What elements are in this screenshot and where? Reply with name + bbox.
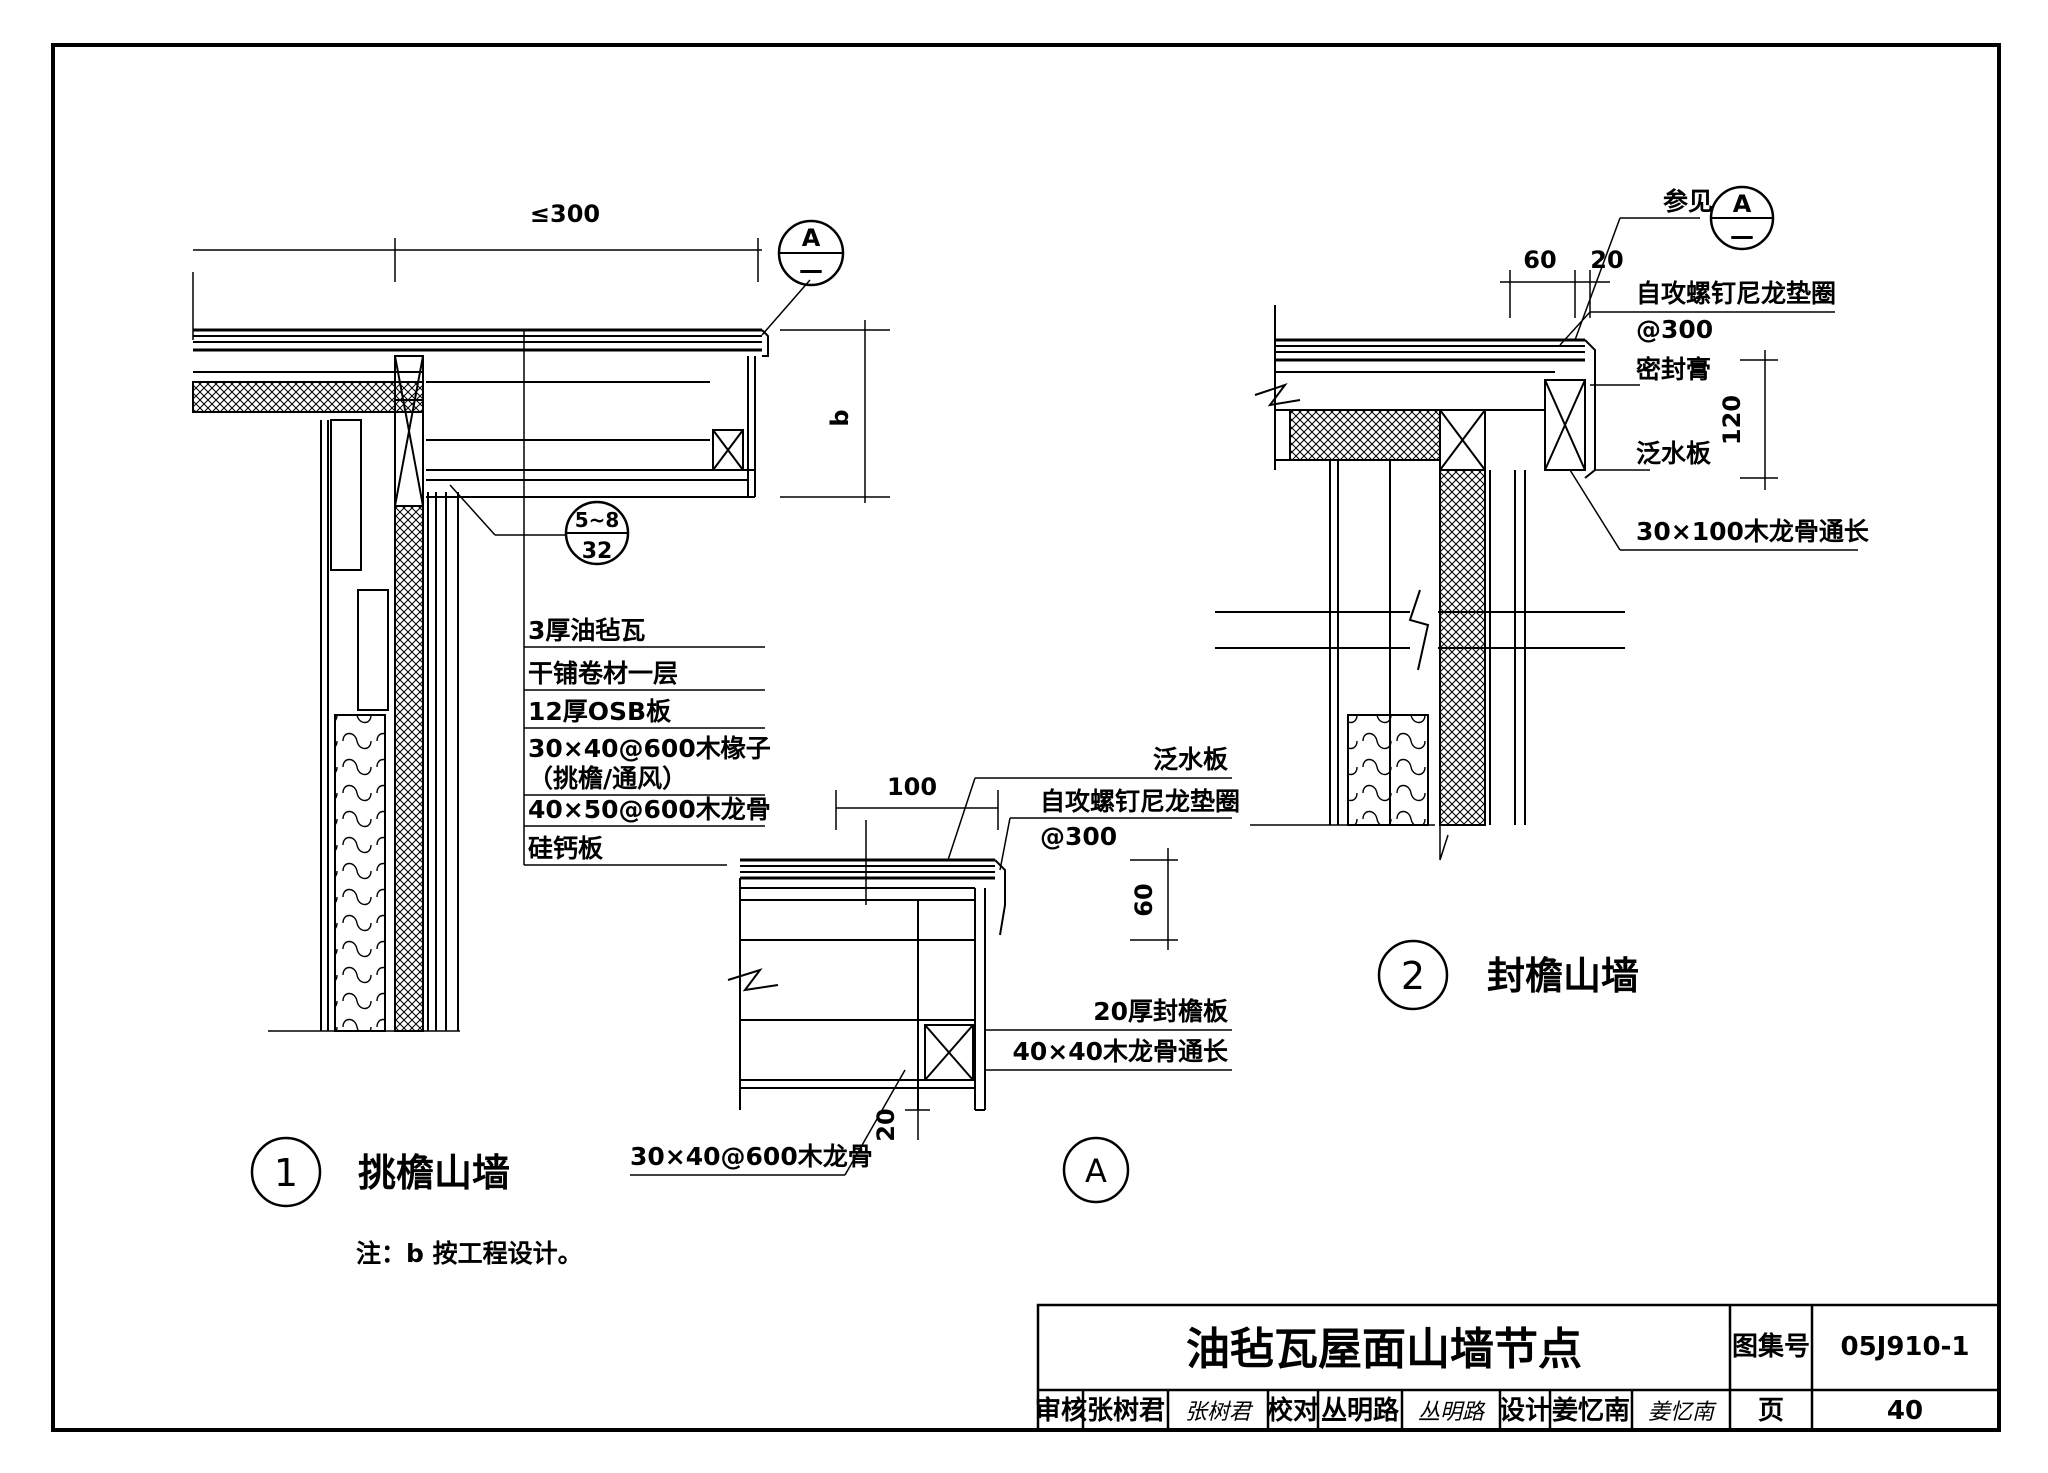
detail-a-title: A [1062,1136,1130,1204]
sheet-frame [51,43,2001,1432]
layer-label: 12厚OSB板 [528,697,671,726]
page-number: 40 [1887,1396,1923,1426]
detail-2-see-label: 参见 [1663,187,1713,216]
layer-label: 30×40@600木椽子 [528,734,771,763]
detail-a-dim-100: 100 [887,773,937,801]
reviewer-name: 张树君 [1087,1396,1165,1426]
detail-1-number: 1 [274,1151,298,1195]
detail-a-dim-20: 20 [872,1108,900,1141]
atlas-number: 05J910-1 [1840,1332,1969,1362]
layer-label: 干铺卷材一层 [528,659,678,688]
detail-1-layer-labels: 3厚油毡瓦 干铺卷材一层 12厚OSB板 30×40@600木椽子 （挑檐/通风… [528,616,771,863]
detail-1-title: 1 挑檐山墙 [250,1136,510,1208]
reviewer-signature: 张树君 [1185,1400,1254,1425]
ref-node-bottom: 32 [582,539,613,564]
review-label: 审核 [1035,1395,1087,1426]
detail-1-dim-top: ≤300 [530,200,600,228]
title-block-title: 油毡瓦屋面山墙节点 [1186,1324,1582,1375]
detail-2-ref-letter: A [1733,190,1752,218]
detail-2-ref-sub: — [1730,222,1754,250]
detail-a-label-screw: 自攻螺钉尼龙垫圈 [1040,787,1240,816]
detail-2-label-joist: 30×100木龙骨通长 [1636,517,1870,546]
detail-a-drawing [630,777,1232,1176]
detail-2-dim-60: 60 [1523,246,1556,274]
detail-2-label-spacing: @300 [1636,315,1713,344]
layer-label: 40×50@600木龙骨 [528,795,771,824]
designer-name: 姜忆南 [1552,1395,1630,1426]
detail-a-label-rafter: 30×40@600木龙骨 [630,1142,873,1171]
detail-2-title-text: 封檐山墙 [1487,954,1639,998]
detail-a-dim-60: 60 [1130,883,1158,916]
layer-label: （挑檐/通风） [528,764,687,793]
detail-2-dim-20: 20 [1590,246,1623,274]
designer-signature: 姜忆南 [1648,1400,1717,1425]
detail-2-dim-120: 120 [1718,395,1746,445]
title-block [1036,1303,2001,1432]
page-label: 页 [1758,1396,1784,1426]
detail-1-title-text: 挑檐山墙 [358,1151,510,1195]
check-label: 校对 [1267,1395,1319,1426]
checker-name: 丛明路 [1321,1395,1400,1426]
detail-1-dim-b: b [826,409,854,426]
atlas-label: 图集号 [1732,1331,1810,1362]
detail-a-label-joist: 40×40木龙骨通长 [1012,1037,1229,1066]
detail-1-ref-a: A — [777,219,845,287]
detail-2-label-screw: 自攻螺钉尼龙垫圈 [1636,279,1836,308]
detail-a-label-fascia: 20厚封檐板 [1093,997,1228,1026]
detail-2-drawing [1215,217,1858,861]
detail-1-note: 注：b 按工程设计。 [356,1239,583,1268]
detail-2-ref-a: A — [1709,185,1775,251]
layer-label: 3厚油毡瓦 [528,616,645,645]
detail-a-label-flashing: 泛水板 [1153,745,1228,774]
detail-1-ref-node: 5~8 32 [564,500,630,566]
detail-2-number: 2 [1401,954,1425,998]
detail-a-number: A [1085,1152,1107,1190]
design-label: 设计 [1499,1396,1551,1426]
detail-1-drawing [192,238,890,1032]
checker-signature: 丛明路 [1418,1400,1486,1425]
detail-2-label-flashing: 泛水板 [1636,439,1711,468]
detail-2-title: 2 封檐山墙 [1377,939,1639,1011]
detail-a-label-spacing: @300 [1040,822,1117,851]
detail-2-label-sealant: 密封膏 [1636,355,1711,384]
layer-label: 硅钙板 [528,834,603,863]
ref-node-top: 5~8 [575,508,620,532]
ref-a-letter: A [802,224,821,252]
ref-a-sub: — [799,256,823,284]
